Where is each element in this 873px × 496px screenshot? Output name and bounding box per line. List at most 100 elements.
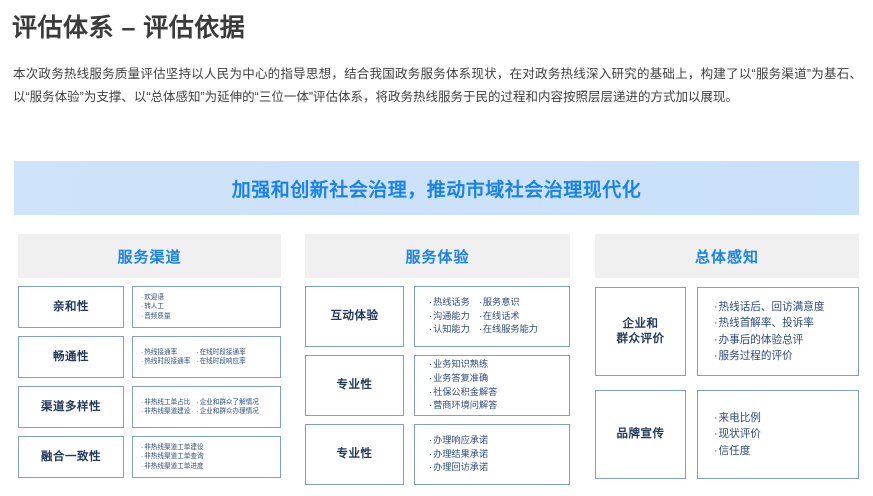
detail-sub-column: 欢迎语转人工音频质量 [141, 293, 171, 321]
detail-item: 热线接通率 [141, 348, 190, 357]
detail-grid: 热线话后、回访满意度热线首解率、投诉率办事后的体验总评服务过程的评价 [714, 299, 852, 365]
criteria-label-text: 专业性 [336, 448, 373, 460]
column-header-service-experience: 服务体验 [305, 234, 570, 278]
criteria-label-text: 渠道多样性 [41, 400, 101, 413]
detail-item: 来电比例 [714, 410, 761, 426]
criteria-detail-box: 业务知识熟练业务答复准确社保公积金解答营商环境问解答 [414, 355, 570, 416]
detail-item: 企业和群众办理情况 [196, 407, 259, 416]
detail-item: 在线时段接通率 [196, 348, 246, 357]
criteria-detail-box: 非热线工单占比非热线渠道建设企业和群众了解情况企业和群众办理情况 [132, 386, 281, 428]
criteria-label-text: 融合一致性 [41, 450, 101, 463]
detail-grid: 非热线渠道工单建设非热线渠道工单查询非热线渠道工单进度 [141, 443, 274, 471]
detail-item: 认知能力 [429, 323, 470, 337]
detail-item: 沟通能力 [429, 310, 470, 324]
criteria-detail-box: 热线话务沟通能力认知能力服务意识在线话术在线服务能力 [414, 286, 570, 347]
criteria-row-list: 互动体验 热线话务沟通能力认知能力服务意识在线话术在线服务能力专业性 业务知识熟练业… [305, 286, 570, 485]
detail-item: 欢迎语 [141, 293, 171, 302]
criteria-label-box: 品牌宣传 [595, 390, 686, 479]
detail-item: 非热线渠道工单建设 [141, 443, 203, 452]
criteria-detail-box: 热线接通率热线时段接通率在线时段接通率在线时段响应率 [132, 336, 281, 378]
detail-item: 企业和群众了解情况 [196, 398, 259, 407]
criteria-detail-box: 热线话后、回访满意度热线首解率、投诉率办事后的体验总评服务过程的评价 [697, 287, 859, 376]
criteria-row: 品牌宣传 来电比例现状评价信任度 [595, 390, 859, 479]
detail-item: 办理响应承诺 [429, 434, 488, 448]
detail-item: 热线时段接通率 [141, 357, 190, 366]
detail-item: 转人工 [141, 302, 171, 311]
criteria-detail-box: 非热线渠道工单建设非热线渠道工单查询非热线渠道工单进度 [132, 436, 281, 478]
criteria-label-text: 专业性 [336, 379, 373, 391]
detail-item: 办理结果承诺 [429, 448, 488, 462]
criteria-detail-box: 办理响应承诺办理结果承诺办理回访承诺 [414, 424, 570, 485]
detail-item: 在线时段响应率 [196, 357, 246, 366]
column-header-label: 服务渠道 [117, 248, 182, 266]
detail-sub-column: 非热线工单占比非热线渠道建设 [141, 398, 190, 417]
criteria-row-list: 亲和性 欢迎语转人工音频质量畅通性 热线接通率热线时段接通率在线时段接通率在线时段响… [18, 286, 281, 478]
criteria-row: 融合一致性 非热线渠道工单建设非热线渠道工单查询非热线渠道工单进度 [18, 436, 281, 478]
criteria-detail-box: 欢迎语转人工音频质量 [132, 286, 281, 328]
highlight-banner: 加强和创新社会治理，推动市域社会治理现代化 [14, 161, 859, 215]
criteria-label-text: 互动体验 [330, 310, 379, 322]
criteria-label-box: 专业性 [305, 355, 404, 416]
detail-sub-column: 企业和群众了解情况企业和群众办理情况 [196, 398, 259, 417]
column-header-overall-perception: 总体感知 [595, 234, 859, 278]
detail-sub-column: 办理响应承诺办理结果承诺办理回访承诺 [429, 434, 488, 475]
detail-item: 在线话术 [479, 310, 538, 324]
criteria-label-box: 企业和群众评价 [595, 287, 686, 376]
column-header-label: 总体感知 [694, 248, 759, 266]
criteria-label-box: 渠道多样性 [18, 386, 124, 428]
detail-grid: 办理响应承诺办理结果承诺办理回访承诺 [429, 434, 563, 475]
detail-item: 服务意识 [479, 296, 538, 310]
detail-item: 非热线渠道建设 [141, 407, 190, 416]
detail-sub-column: 业务知识熟练业务答复准确社保公积金解答营商环境问解答 [429, 358, 497, 412]
detail-grid: 非热线工单占比非热线渠道建设企业和群众了解情况企业和群众办理情况 [141, 398, 274, 417]
detail-item: 热线首解率、投诉率 [714, 315, 824, 331]
criteria-label-text: 畅通性 [53, 350, 89, 363]
detail-sub-column: 热线话后、回访满意度热线首解率、投诉率办事后的体验总评服务过程的评价 [714, 299, 825, 365]
detail-item: 办事后的体验总评 [714, 332, 824, 348]
detail-sub-column: 来电比例现状评价信任度 [714, 410, 761, 459]
criteria-label-box: 畅通性 [18, 336, 124, 378]
detail-grid: 热线话务沟通能力认知能力服务意识在线话术在线服务能力 [429, 296, 563, 337]
detail-sub-column: 非热线渠道工单建设非热线渠道工单查询非热线渠道工单进度 [141, 443, 203, 471]
detail-item: 营商环境问解答 [429, 399, 497, 413]
detail-grid: 业务知识熟练业务答复准确社保公积金解答营商环境问解答 [429, 358, 563, 412]
criteria-row: 渠道多样性 非热线工单占比非热线渠道建设企业和群众了解情况企业和群众办理情况 [18, 386, 281, 428]
criteria-label-box: 专业性 [305, 424, 404, 485]
detail-item: 热线话后、回访满意度 [714, 299, 825, 315]
detail-item: 音频质量 [141, 312, 170, 321]
detail-item: 信任度 [714, 443, 761, 459]
detail-item: 服务过程的评价 [714, 348, 824, 364]
criteria-label-text: 亲和性 [53, 300, 89, 313]
detail-sub-column: 在线时段接通率在线时段响应率 [196, 348, 246, 367]
detail-sub-column: 热线话务沟通能力认知能力 [429, 296, 470, 337]
criteria-label-box: 亲和性 [18, 286, 124, 328]
detail-item: 办理回访承诺 [429, 461, 488, 475]
criteria-row: 亲和性 欢迎语转人工音频质量 [18, 286, 281, 328]
detail-item: 业务知识熟练 [429, 358, 497, 372]
detail-grid: 来电比例现状评价信任度 [714, 410, 852, 459]
criteria-detail-box: 来电比例现状评价信任度 [697, 390, 859, 479]
detail-sub-column: 服务意识在线话术在线服务能力 [479, 296, 538, 337]
criteria-label-box: 互动体验 [305, 286, 404, 347]
criteria-row: 畅通性 热线接通率热线时段接通率在线时段接通率在线时段响应率 [18, 336, 281, 378]
detail-item: 业务答复准确 [429, 372, 497, 386]
intro-paragraph: 本次政务热线服务质量评估坚持以人民为中心的指导思想，结合我国政务服务体系现状，在… [13, 67, 862, 104]
column-header-label: 服务体验 [405, 248, 470, 266]
detail-sub-column: 热线接通率热线时段接通率 [141, 348, 190, 367]
criteria-row: 互动体验 热线话务沟通能力认知能力服务意识在线话术在线服务能力 [305, 286, 570, 347]
criteria-row: 专业性 办理响应承诺办理结果承诺办理回访承诺 [305, 424, 570, 485]
detail-grid: 欢迎语转人工音频质量 [141, 293, 274, 321]
pillar-column-service-channel: 服务渠道 亲和性 欢迎语转人工音频质量畅通性 热线接通率热线时段接通率在线时段接通率… [18, 234, 281, 478]
page-title: 评估体系 – 评估依据 [12, 14, 246, 42]
detail-item: 现状评价 [714, 426, 761, 442]
detail-grid: 热线接通率热线时段接通率在线时段接通率在线时段响应率 [141, 348, 274, 367]
criteria-label-text: 企业和群众评价 [616, 317, 665, 345]
criteria-label-box: 融合一致性 [18, 436, 124, 478]
criteria-label-text: 品牌宣传 [616, 428, 665, 440]
detail-item: 非热线渠道工单进度 [141, 462, 203, 471]
column-header-service-channel: 服务渠道 [18, 234, 281, 278]
detail-item: 热线话务 [429, 296, 470, 310]
